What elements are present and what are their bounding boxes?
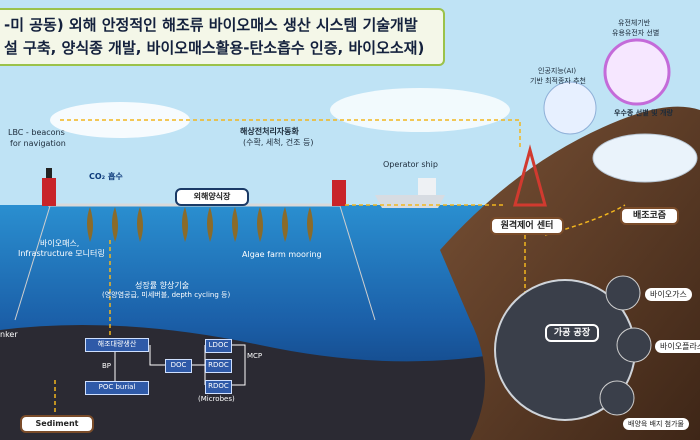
label-biomass-monitoring: 바이오매스, [40, 239, 80, 248]
kelp-group [87, 207, 313, 242]
box-rdoc-2: RDOC [205, 380, 232, 394]
label-processing-2: (수확, 세척, 건조 등) [243, 138, 314, 147]
label-farm: 외해양식장 [175, 188, 249, 206]
label-growth-2: (영양염공급, 미세버블, depth cycling 등) [102, 291, 231, 299]
box-doc: DOC [165, 359, 192, 373]
culture-medium-icon [599, 380, 635, 416]
label-processing: 해상전처리자동화 [240, 127, 299, 136]
beacon-buoy-left [42, 168, 56, 206]
label-microbes: (Microbes) [198, 395, 235, 403]
remote-tower [513, 144, 547, 207]
label-bioplastic: 바이오플라스 [655, 340, 700, 353]
label-biomass-monitoring-2: Infrastructure 모니터링 [18, 249, 105, 258]
box-seaweed-production: 해조대량생산 [85, 338, 149, 352]
title-banner: -미 공동) 외해 안정적인 해조류 바이오매스 생산 시스템 기술개발 설 구… [0, 8, 445, 66]
label-culture-medium: 배양육 배지 첨가물 [623, 418, 689, 430]
box-poc-burial: POC burial [85, 381, 149, 395]
box-rdoc-1: RDOC [205, 359, 232, 373]
label-biogas: 바이오가스 [645, 288, 692, 301]
label-genetic-2: 유용유전자 선별 [612, 29, 660, 37]
bioplastic-icon [616, 327, 652, 363]
label-breeding: 우수종 선별 및 개량 [614, 109, 673, 117]
label-bp: BP [102, 362, 112, 370]
biogas-icon [605, 275, 641, 311]
label-lbc: LBC - beacons [8, 128, 65, 137]
label-lbc-2: for navigation [10, 139, 66, 148]
genetic-wheel-icon [603, 38, 671, 106]
nursery-tank [592, 133, 698, 183]
label-remote-center: 원격제어 센터 [490, 217, 564, 235]
label-mcp: MCP [247, 352, 263, 360]
label-co2: CO₂ 흡수 [89, 172, 123, 181]
mooring-line [14, 205, 51, 321]
box-ldoc: LDOC [205, 339, 232, 353]
label-algae-mooring: Algae farm mooring [242, 250, 322, 259]
cloud [330, 88, 510, 132]
label-growth: 성장률 향상기술 [135, 281, 190, 290]
seabed [0, 325, 520, 440]
label-ai-2: 기반 최적종자 추천 [530, 77, 586, 85]
mooring-line [339, 205, 376, 321]
title-line-2: 설 구축, 양식종 개발, 바이오매스활용-탄소흡수 인증, 바이오소재) [4, 39, 425, 57]
title-line-1: -미 공동) 외해 안정적인 해조류 바이오매스 생산 시스템 기술개발 [4, 16, 418, 34]
label-sediment: Sediment [20, 415, 94, 433]
label-operator-ship: Operator ship [383, 160, 438, 169]
label-anchor: nker [0, 330, 18, 339]
operator-ship [375, 178, 445, 208]
label-ai: 인공지능(AI) [538, 67, 577, 75]
label-genetic: 유전체기반 [618, 19, 651, 27]
beacon-buoy-right [332, 180, 346, 206]
label-factory: 가공 공장 [545, 324, 599, 342]
label-nursery: 배조코즘 [620, 207, 679, 225]
ai-icon [543, 81, 597, 135]
